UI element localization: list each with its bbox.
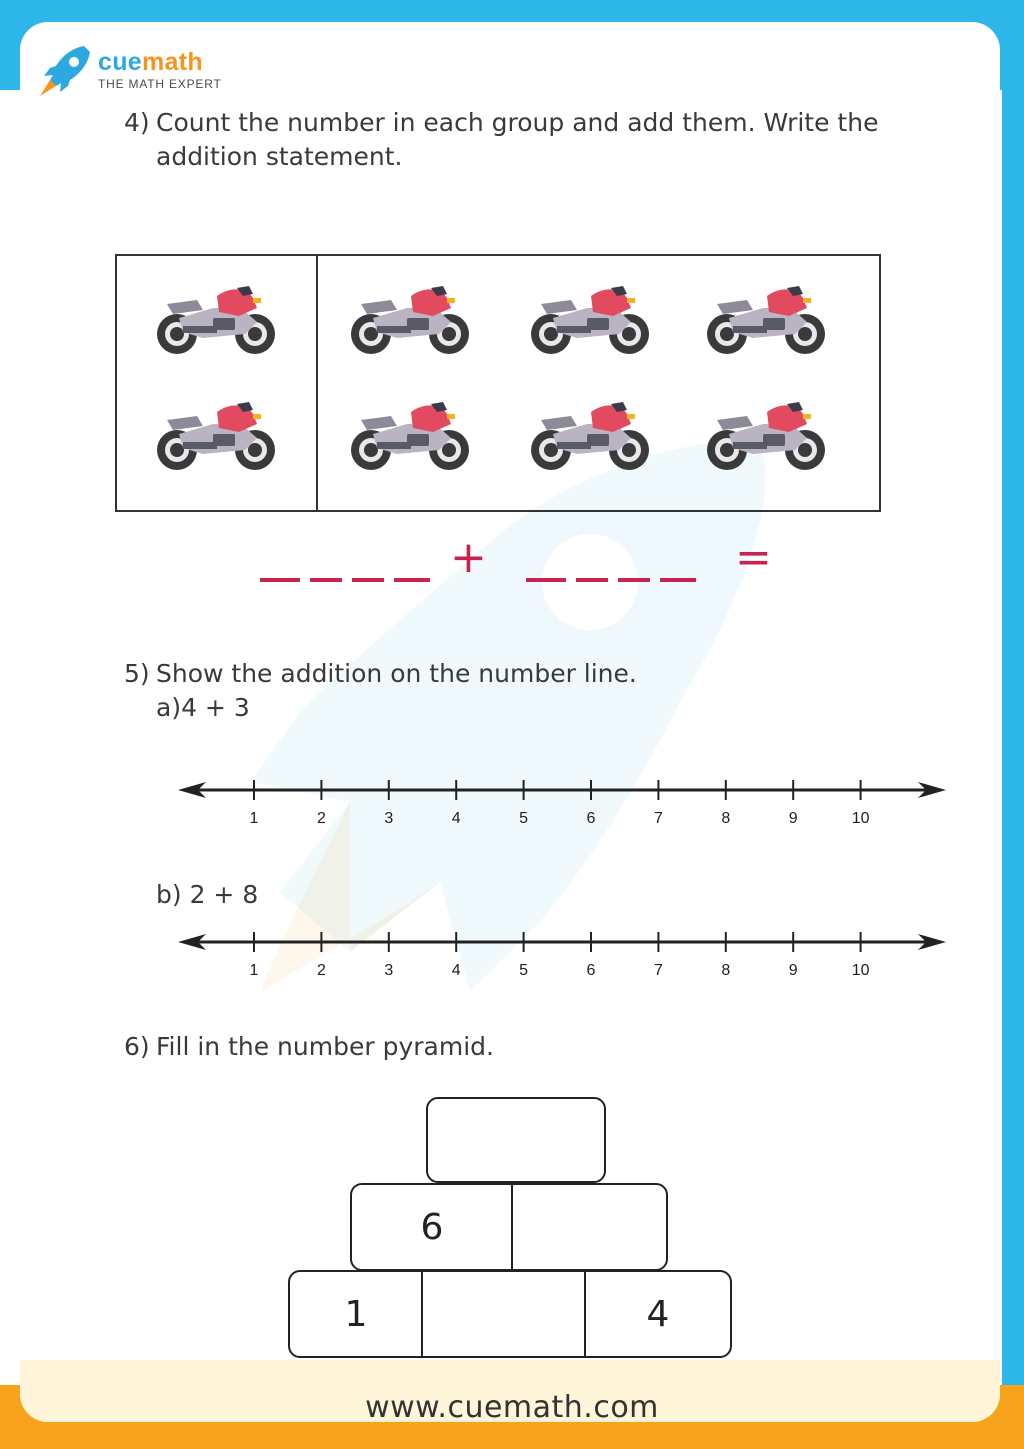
motorcycle-groups-box [115, 254, 881, 512]
number-line-tick-label: 2 [317, 810, 326, 827]
cuemath-rocket-logo-icon [40, 46, 90, 96]
q5a-label: a) [156, 693, 182, 722]
q4-text-line1: Count the number in each group and add t… [156, 108, 879, 137]
number-line-tick-label: 6 [587, 810, 596, 827]
number-line-tick-label: 5 [519, 810, 528, 827]
motorcycle-icon [157, 286, 275, 354]
number-line-tick-label: 9 [789, 962, 798, 979]
equals-sign: = [735, 532, 772, 583]
second-addend-blank-segment [526, 578, 566, 582]
pyramid-top-cell[interactable] [428, 1099, 604, 1181]
q6-text: Fill in the number pyramid. [156, 1032, 494, 1061]
number-line-tick-label: 1 [250, 810, 259, 827]
motorcycle-icon [351, 402, 469, 470]
number-line-tick-label: 7 [654, 810, 663, 827]
brand-logo: cuemath THE MATH EXPERT [98, 48, 222, 91]
q5-text: Show the addition on the number line. [156, 659, 637, 688]
motorcycle-icon [707, 286, 825, 354]
number-line-tick-label: 1 [250, 962, 259, 979]
pyramid-middle-cell-2[interactable] [513, 1185, 666, 1269]
motorcycle-icon [531, 402, 649, 470]
plus-sign: + [450, 532, 487, 583]
motorcycle-icon [157, 402, 275, 470]
q6-prompt: 6)Fill in the number pyramid. [124, 1030, 494, 1064]
group-divider [316, 256, 318, 510]
pyramid-top-block[interactable] [426, 1097, 606, 1183]
pyramid-middle-cell-1[interactable]: 6 [420, 1206, 444, 1248]
number-line-tick-label: 7 [654, 962, 663, 979]
number-line-tick-label: 3 [384, 962, 393, 979]
q5b-label: b) 2 + 8 [156, 880, 259, 909]
second-addend-blank-segment [618, 578, 650, 582]
second-addend-blank-segment [576, 578, 608, 582]
right-arrow-icon [918, 782, 946, 798]
number-line-tick-label: 10 [852, 810, 870, 827]
number-line-tick-label: 6 [587, 962, 596, 979]
left-arrow-icon [178, 934, 206, 950]
pyramid-middle-row: 6 [350, 1183, 668, 1271]
number-line-tick-label: 8 [721, 810, 730, 827]
number-line-a[interactable]: 1 2 3 4 5 6 7 8 9 10 [0, 760, 1024, 840]
q5-number: 5) [124, 659, 150, 688]
motorcycle-icon [351, 286, 469, 354]
number-line-tick-label: 4 [452, 810, 461, 827]
footer-url[interactable]: www.cuemath.com [365, 1390, 659, 1425]
pyramid-cell-divider [584, 1272, 586, 1356]
first-addend-blank-segment [352, 578, 384, 582]
number-line-tick-label: 9 [789, 810, 798, 827]
left-arrow-icon [178, 782, 206, 798]
first-addend-blank-segment [394, 578, 430, 582]
footer-band [20, 1360, 1000, 1422]
q5a-expression: 4 + 3 [181, 693, 250, 722]
number-line-tick-label: 10 [852, 962, 870, 979]
q4-prompt: 4)Count the number in each group and add… [124, 106, 878, 174]
q5-prompt: 5)Show the addition on the number line. … [124, 657, 637, 725]
brand-name-part1: cue [98, 48, 142, 76]
number-line-tick-label: 4 [452, 962, 461, 979]
motorcycle-icon [707, 402, 825, 470]
brand-name-part2: math [141, 48, 203, 76]
pyramid-bottom-cell-1[interactable]: 1 [344, 1293, 368, 1335]
pyramid-bottom-row: 1 4 [288, 1270, 732, 1358]
first-addend-blank-segment [310, 578, 342, 582]
first-addend-blank-segment [260, 578, 300, 582]
q4-text-line2: addition statement. [156, 142, 403, 171]
pyramid-bottom-cell-2[interactable] [423, 1272, 585, 1356]
pyramid-cell-divider [421, 1272, 423, 1356]
number-line-tick-label: 5 [519, 962, 528, 979]
second-addend-blank-segment [660, 578, 696, 582]
number-line-tick-label: 3 [384, 810, 393, 827]
brand-tagline: THE MATH EXPERT [98, 77, 222, 91]
right-arrow-icon [918, 934, 946, 950]
number-line-tick-label: 2 [317, 962, 326, 979]
pyramid-bottom-cell-3[interactable]: 4 [646, 1293, 670, 1335]
number-line-b[interactable]: 1 2 3 4 5 6 7 8 9 10 [0, 912, 1024, 992]
right-frame-band [1002, 0, 1024, 1449]
pyramid-cell-divider [511, 1185, 513, 1269]
motorcycle-icon [531, 286, 649, 354]
q6-number: 6) [124, 1032, 150, 1061]
number-line-tick-label: 8 [721, 962, 730, 979]
q4-number: 4) [124, 108, 150, 137]
